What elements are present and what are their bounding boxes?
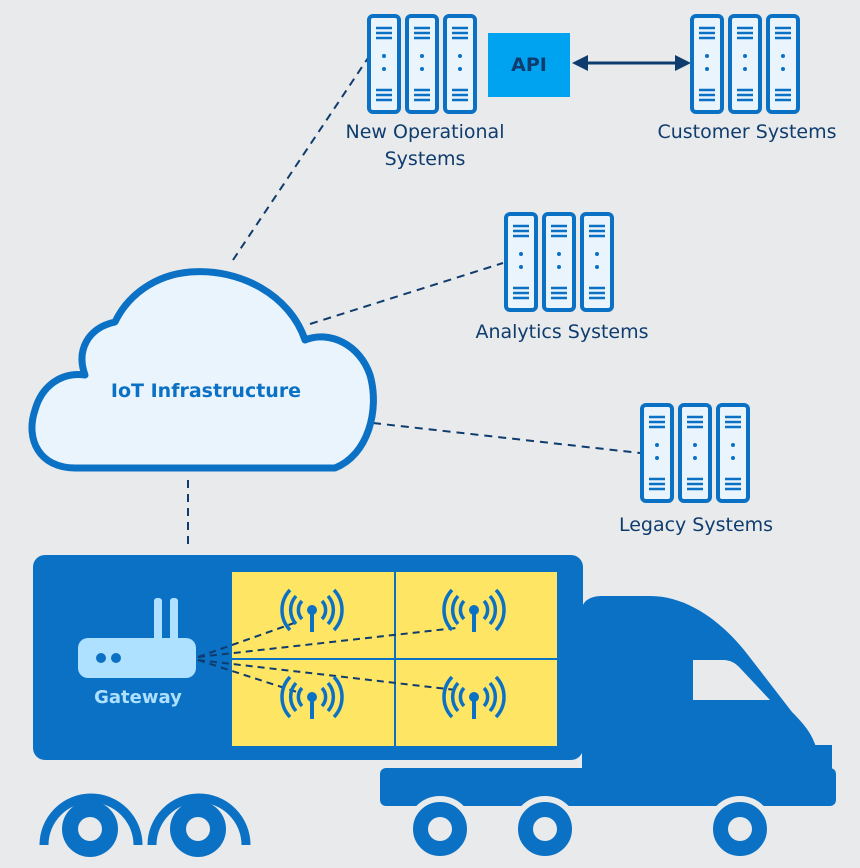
label-gateway: Gateway (94, 687, 182, 708)
api-double-arrow (572, 55, 691, 71)
label-new-operational-line2: Systems (384, 148, 466, 170)
label-iot-infrastructure: IoT Infrastructure (110, 380, 302, 402)
label-analytics-systems: Analytics Systems (475, 321, 649, 343)
sensor-links (197, 621, 457, 693)
router-icon (78, 598, 196, 678)
label-customer-systems: Customer Systems (657, 121, 837, 143)
connector-cloud-new-operational (232, 57, 369, 261)
cargo-grid (232, 572, 557, 746)
connector-cloud-legacy (372, 422, 641, 454)
label-legacy-systems: Legacy Systems (618, 514, 774, 536)
server-rack-icon-analytics (506, 214, 612, 310)
server-rack-icon-new-operational (369, 16, 475, 112)
connector-cloud-analytics (309, 262, 504, 325)
api-box (488, 33, 570, 97)
api-label: API (511, 54, 547, 76)
label-new-operational-line1: New Operational (345, 121, 505, 143)
server-rack-icon-customer (692, 16, 798, 112)
server-rack-icon-legacy (642, 405, 748, 501)
cloud-icon (28, 268, 377, 472)
